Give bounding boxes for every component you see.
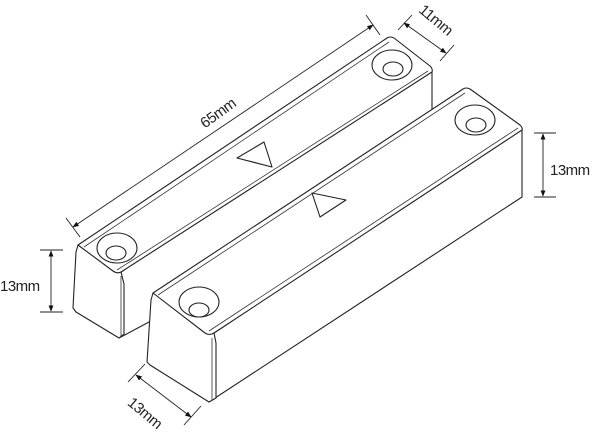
dimension-length-label: 65mm [197, 95, 239, 132]
mounting-hole-rear-front [96, 232, 138, 264]
dimension-height-left: 13mm [0, 249, 63, 313]
dimension-height-right: 13mm [534, 132, 590, 198]
mounting-hole-front-front [178, 286, 220, 318]
mounting-hole-rear-back [371, 49, 413, 81]
dimension-height-right-label: 13mm [550, 162, 590, 179]
dimension-width-label: 11mm [415, 1, 455, 39]
dimension-depth-label: 13mm [124, 394, 165, 433]
mounting-hole-front-back [454, 104, 496, 136]
block-front-front-face [146, 292, 217, 403]
dimension-height-left-label: 13mm [0, 278, 40, 295]
